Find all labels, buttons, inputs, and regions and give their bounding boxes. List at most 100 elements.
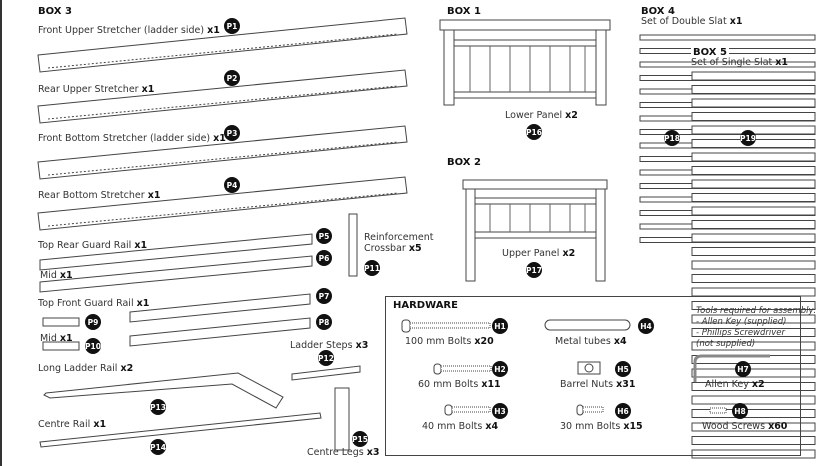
- slat: [691, 85, 816, 94]
- part-label: Lower Panel x2: [505, 110, 578, 121]
- hardware-qty: x60: [768, 421, 788, 432]
- part-badge: P14: [150, 439, 166, 455]
- slat: [691, 247, 816, 256]
- part-label: Set of Double Slat x1: [641, 16, 742, 27]
- part-name: Upper Panel: [502, 248, 560, 259]
- slat: [691, 422, 816, 432]
- hardware-label: 60 mm Bolts x11: [418, 379, 501, 390]
- stretcher-p1: [37, 17, 408, 73]
- part-badge: P19: [740, 130, 756, 146]
- part-qty: x5: [408, 243, 422, 254]
- crossbar-p11: [348, 213, 358, 277]
- part-label: Rear Upper Stretcher x1: [38, 84, 154, 95]
- part-qty: x3: [355, 340, 369, 351]
- step-p12: [291, 365, 361, 381]
- hardware-badge: H2: [492, 361, 508, 377]
- box1-heading: BOX 1: [447, 6, 481, 17]
- part-qty: x1: [775, 57, 789, 68]
- slat: [691, 193, 816, 202]
- part-name: Top Front Guard Rail: [38, 298, 134, 309]
- part-qty: x3: [366, 447, 380, 458]
- part-name: Ladder Steps: [290, 340, 353, 351]
- hardware-badge: H8: [732, 403, 748, 419]
- upper-panel-drawing: [462, 179, 608, 282]
- part-name: Set of Single Slat: [691, 57, 773, 68]
- part-qty: x2: [562, 248, 576, 259]
- tools-line: Tools required for assembly:: [696, 306, 817, 316]
- slat: [691, 395, 816, 405]
- lower-panel-drawing: [439, 19, 611, 106]
- hardware-qty: x11: [481, 379, 501, 390]
- part-badge: P18: [664, 130, 680, 146]
- slat: [691, 98, 816, 108]
- part-name: Front Bottom Stretcher (ladder side): [38, 133, 211, 144]
- part-name: Reinforcement Crossbar: [364, 232, 434, 254]
- slat: [691, 206, 816, 216]
- part-name: Mid: [40, 333, 57, 344]
- hardware-name: Wood Screws: [702, 421, 766, 432]
- part-badge: P1: [224, 18, 240, 34]
- part-label: Front Bottom Stretcher (ladder side) x1: [38, 133, 226, 144]
- hardware-name: Metal tubes: [555, 336, 611, 347]
- hardware-name: Allen Key: [705, 379, 749, 390]
- stretcher-p3: [37, 125, 408, 180]
- hardware-qty: x31: [616, 379, 636, 390]
- hardware-label: 40 mm Bolts x4: [422, 421, 498, 432]
- hardware-label: Metal tubes x4: [555, 336, 627, 347]
- hardware-badge: H6: [615, 403, 631, 419]
- box5-heading: BOX 5: [691, 47, 729, 58]
- part-name: Lower Panel: [505, 110, 563, 121]
- hardware-name: 60 mm Bolts: [418, 379, 479, 390]
- tools-line: (not supplied): [696, 339, 756, 349]
- part-badge: P12: [318, 350, 334, 366]
- part-name: Rear Bottom Stretcher: [38, 190, 145, 201]
- part-qty: x2: [565, 110, 578, 121]
- part-badge: P3: [224, 125, 240, 141]
- hardware-panel: [385, 296, 801, 456]
- part-label: Mid x1: [40, 333, 73, 344]
- tools-line: - Allen Key (supplied): [696, 317, 787, 327]
- box2-heading: BOX 2: [447, 157, 481, 168]
- slat: [691, 179, 816, 189]
- slat: [639, 34, 816, 41]
- part-label: Rear Bottom Stretcher x1: [38, 190, 160, 201]
- part-label: Reinforcement Crossbar x5: [364, 232, 454, 254]
- part-label: Ladder Steps x3: [290, 340, 368, 351]
- part-badge: P17: [526, 262, 542, 278]
- tools-line: - Phillips Screwdriver: [696, 328, 786, 338]
- hardware-qty: x20: [474, 336, 494, 347]
- part-qty: x1: [147, 190, 161, 201]
- hardware-badge: H5: [615, 361, 631, 377]
- hardware-qty: x4: [613, 336, 627, 347]
- part-name: Front Upper Stretcher (ladder side): [38, 25, 205, 36]
- slat: [691, 220, 816, 229]
- rail-p10: [42, 341, 80, 351]
- part-badge: P15: [352, 431, 368, 447]
- hardware-name: 100 mm Bolts: [405, 336, 472, 347]
- box3-heading: BOX 3: [38, 6, 72, 17]
- slat: [691, 260, 816, 270]
- hardware-name: 30 mm Bolts: [560, 421, 621, 432]
- rail-p6: [39, 255, 313, 293]
- part-badge: P11: [364, 260, 380, 276]
- rail-p5: [39, 233, 313, 271]
- hardware-label: 30 mm Bolts x15: [560, 421, 643, 432]
- slat: [691, 152, 816, 162]
- hardware-drawings: [401, 319, 770, 416]
- rail-p8: [129, 317, 311, 347]
- hardware-name: 40 mm Bolts: [422, 421, 483, 432]
- hardware-badge: H4: [638, 318, 654, 334]
- slat: [691, 314, 816, 324]
- part-qty: x1: [729, 16, 743, 27]
- part-name: Centre Legs: [307, 447, 364, 458]
- hardware-badge: H7: [735, 361, 751, 377]
- slat: [691, 71, 816, 81]
- hardware-heading: HARDWARE: [393, 300, 458, 311]
- part-label: Upper Panel x2: [502, 248, 575, 259]
- hardware-qty: x15: [623, 421, 643, 432]
- centre-rail-p14: [39, 412, 322, 448]
- part-badge: P6: [316, 250, 332, 266]
- part-label: Mid x1: [40, 270, 73, 281]
- part-qty: x1: [59, 270, 73, 281]
